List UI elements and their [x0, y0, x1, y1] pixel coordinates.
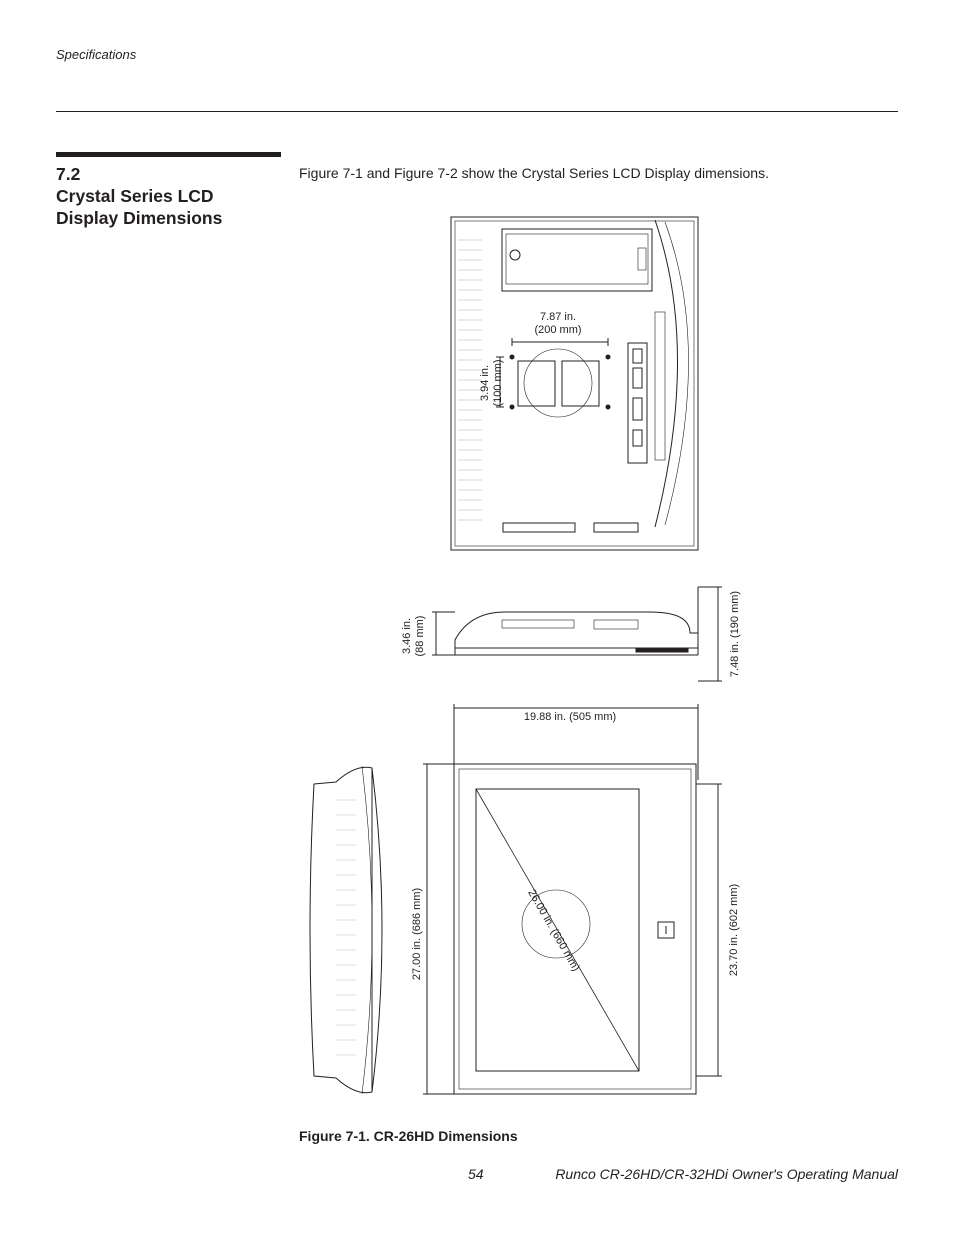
depth-min-mm-label: (88 mm)	[414, 616, 426, 657]
side-view-drawing	[432, 586, 722, 682]
depth-min-label: 3.46 in.	[401, 618, 413, 654]
vesa-width-label: 7.87 in.	[540, 311, 576, 323]
width-label: 19.88 in. (505 mm)	[524, 711, 616, 723]
section-heading: 7.2 Crystal Series LCD Display Dimension…	[56, 163, 281, 229]
vesa-height-mm-label: (100 mm)	[492, 359, 504, 406]
figure-caption: Figure 7-1. CR-26HD Dimensions	[299, 1128, 518, 1144]
diagonal-label: 26.00 in. (660 mm)	[525, 888, 582, 974]
vesa-width-mm-label: (200 mm)	[534, 324, 581, 336]
height-label: 27.00 in. (686 mm)	[411, 888, 423, 980]
section-title-line2: Display Dimensions	[56, 208, 223, 228]
section-number: 7.2	[56, 164, 81, 184]
rear-view-drawing	[450, 216, 699, 551]
section-title-line1: Crystal Series LCD	[56, 186, 214, 206]
section-bar	[56, 152, 281, 157]
side-profile-drawing	[309, 765, 383, 1095]
vesa-height-label: 3.94 in.	[479, 365, 491, 401]
screen-height-label: 23.70 in. (602 mm)	[728, 884, 740, 976]
manual-title: Runco CR-26HD/CR-32HDi Owner's Operating…	[555, 1166, 898, 1182]
depth-max-label: 7.48 in. (190 mm)	[729, 591, 741, 677]
front-view-drawing	[423, 704, 722, 1095]
page-number: 54	[468, 1166, 484, 1182]
running-header: Specifications	[56, 47, 137, 62]
header-rule	[56, 111, 898, 112]
intro-paragraph: Figure 7-1 and Figure 7-2 show the Cryst…	[299, 165, 769, 181]
